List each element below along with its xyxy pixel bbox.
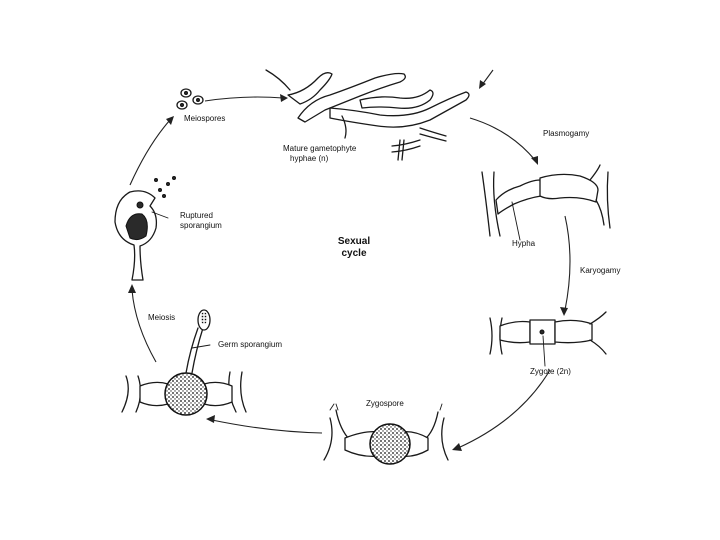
meiospores-illustration bbox=[176, 88, 204, 110]
germ-zygospore-body bbox=[164, 372, 208, 416]
arrowhead-zygospore-to-germ bbox=[206, 415, 215, 423]
arrowhead-ruptured-to-meiospores bbox=[166, 116, 174, 125]
leader-lines bbox=[151, 201, 546, 367]
center-label-line1: Sexual bbox=[338, 236, 370, 247]
label-zygospore: Zygospore bbox=[366, 399, 404, 408]
ruptured-sporangium-illustration bbox=[114, 176, 176, 281]
label-mature-hyphae-line2: hyphae (n) bbox=[290, 154, 329, 163]
zygospore-body bbox=[369, 423, 411, 465]
arrow-hypha-to-zygote bbox=[564, 215, 571, 311]
label-meiospores: Meiospores bbox=[184, 114, 225, 123]
label-mature-hyphae-line1: Mature gametophyte bbox=[283, 144, 357, 153]
label-karyogamy: Karyogamy bbox=[580, 266, 620, 275]
arrowhead-incoming-right bbox=[479, 80, 486, 89]
diagram-labels: Meiospores Mature gametophyte hyphae (n)… bbox=[148, 114, 620, 408]
incoming-arrow-right bbox=[481, 69, 494, 86]
arrow-zygospore-to-germ bbox=[211, 419, 323, 434]
label-hypha: Hypha bbox=[512, 239, 536, 248]
arrow-ruptured-to-meiospores bbox=[129, 119, 171, 186]
label-ruptured-line2: sporangium bbox=[180, 221, 222, 230]
arrowhead-meiospores-to-hyphae bbox=[280, 94, 288, 102]
label-zygote: Zygote (2n) bbox=[530, 367, 571, 376]
zygospore-illustration bbox=[323, 403, 449, 465]
arrowhead-zygote-to-zygospore bbox=[452, 443, 462, 451]
center-label-line2: cycle bbox=[341, 248, 366, 259]
arrow-zygote-to-zygospore bbox=[457, 369, 551, 449]
germ-sporangium-illustration bbox=[121, 309, 247, 416]
arrowhead-hypha-to-zygote bbox=[560, 307, 568, 316]
label-germ-sporangium: Germ sporangium bbox=[218, 340, 282, 349]
cycle-arrows bbox=[128, 69, 571, 451]
arrow-hyphae-to-plasmogamy bbox=[469, 117, 536, 161]
mature-hyphae-illustration bbox=[265, 69, 470, 161]
zygote-illustration bbox=[489, 311, 607, 355]
label-meiosis: Meiosis bbox=[148, 313, 175, 322]
arrow-germ-to-ruptured bbox=[131, 289, 157, 363]
label-plasmogamy: Plasmogamy bbox=[543, 129, 589, 138]
arrowhead-hyphae-to-plasmogamy bbox=[531, 156, 538, 165]
arrowhead-germ-to-ruptured bbox=[128, 284, 136, 293]
arrow-meiospores-to-hyphae bbox=[204, 96, 284, 102]
label-ruptured-line1: Ruptured bbox=[180, 211, 213, 220]
plasmogamy-illustration bbox=[481, 164, 611, 237]
